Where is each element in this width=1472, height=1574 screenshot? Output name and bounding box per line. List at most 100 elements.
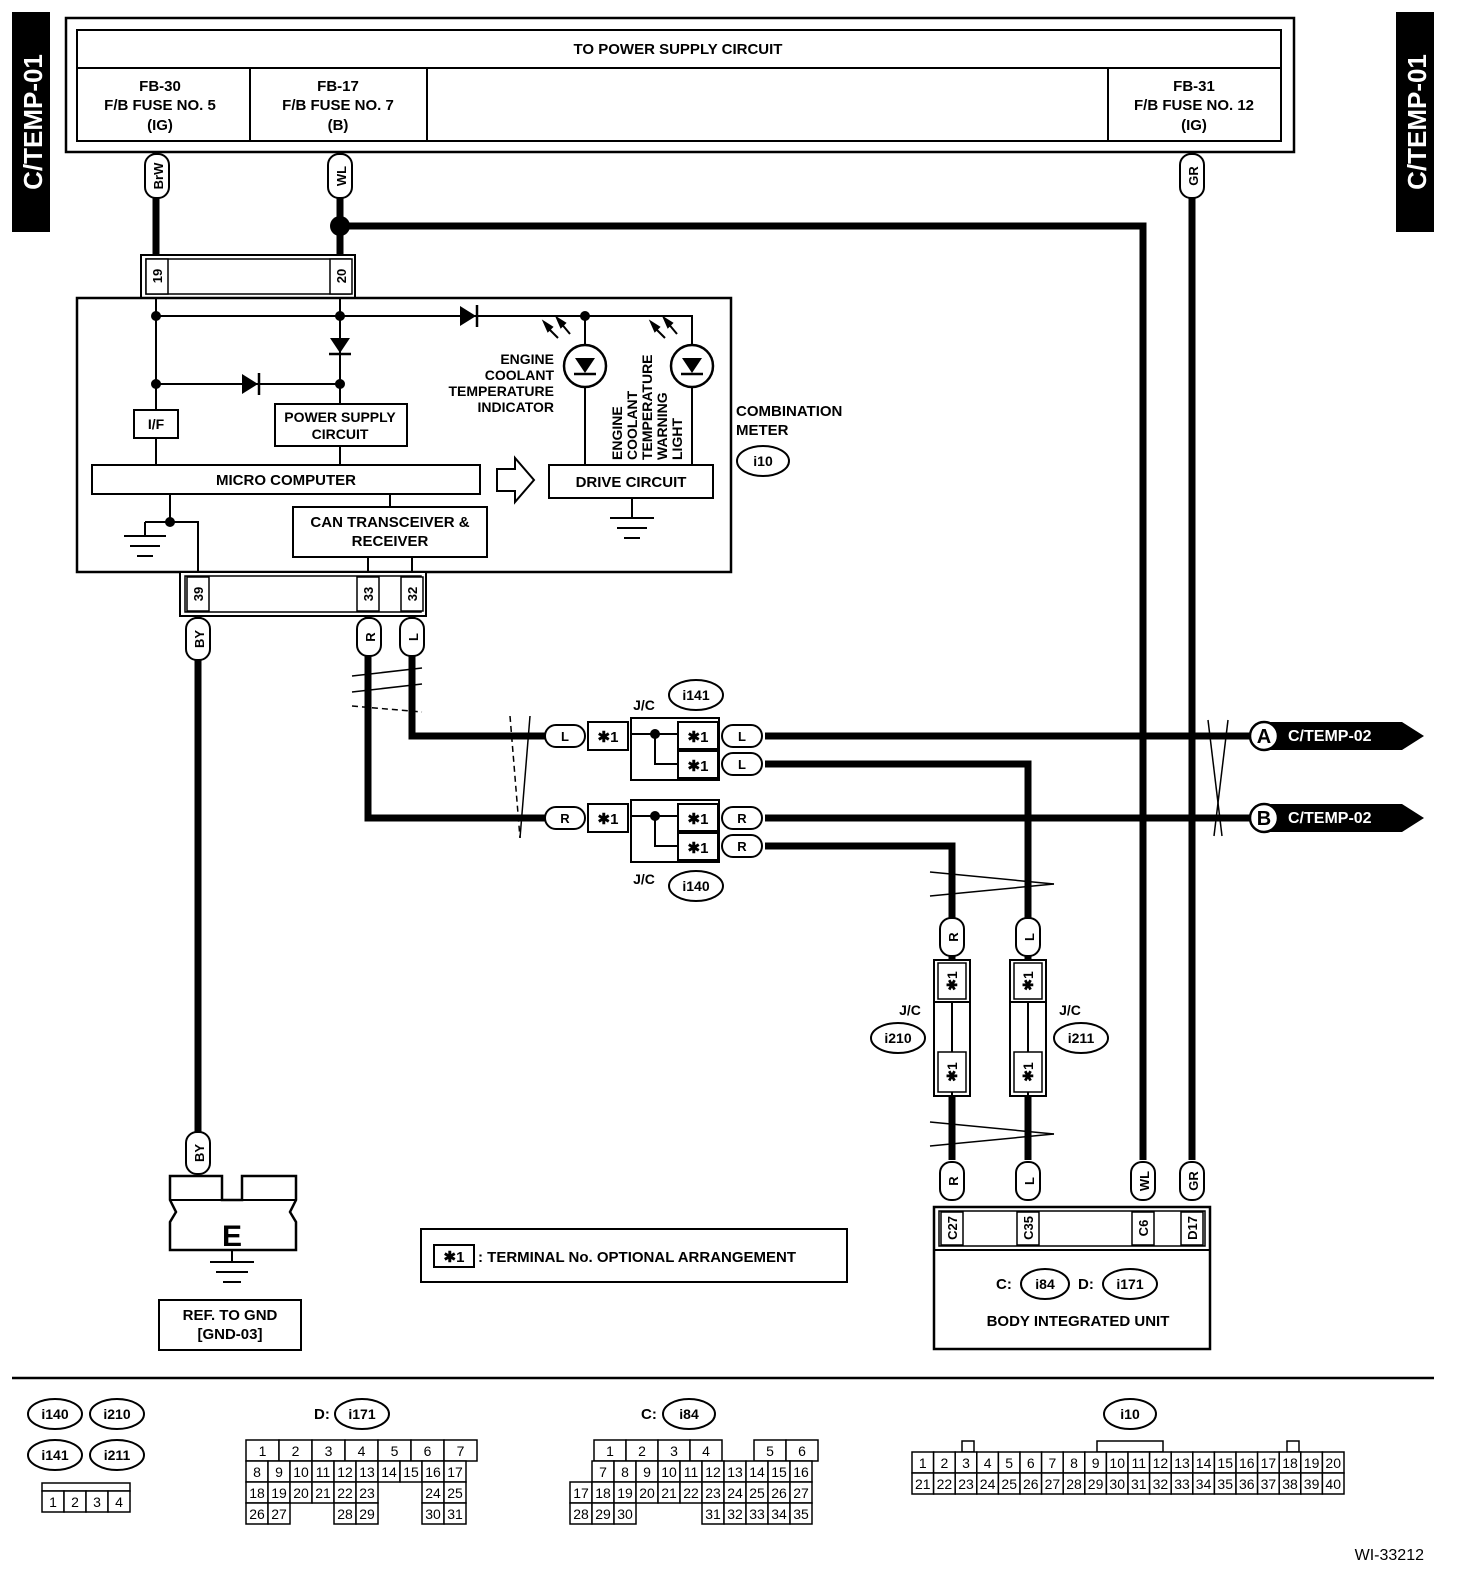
d-pin-30: 30 xyxy=(425,1506,441,1522)
terminal-19: 19 xyxy=(150,269,165,283)
jc140-id: i140 xyxy=(682,878,709,894)
jc210-label: J/C xyxy=(899,1002,921,1018)
d-pin-20: 20 xyxy=(293,1485,309,1501)
drive-circuit-block: DRIVE CIRCUIT xyxy=(576,474,687,491)
small-pin-4: 4 xyxy=(115,1494,123,1510)
terminal-20: 20 xyxy=(334,269,349,283)
wire-l-bottom: L xyxy=(1022,1177,1037,1185)
d-conn-name: i171 xyxy=(348,1406,375,1422)
c-pin-29: 29 xyxy=(595,1506,611,1522)
d-pin-4: 4 xyxy=(358,1443,366,1459)
i10-pin-4: 4 xyxy=(984,1455,992,1471)
legend-text: : TERMINAL No. OPTIONAL ARRANGEMENT xyxy=(478,1249,796,1266)
arrow-icon xyxy=(496,455,536,505)
c-pin-23: 23 xyxy=(705,1485,721,1501)
indicator-label-2: COOLANT xyxy=(485,367,555,383)
biu-d-conn: i171 xyxy=(1116,1276,1143,1292)
i10-pin-12: 12 xyxy=(1153,1455,1169,1471)
body-integrated-unit: C27 C35 C6 D17 C: i84 D: i171 BODY INTEG… xyxy=(932,1205,1212,1351)
wire-l-top: L xyxy=(406,633,421,641)
ground-e-letter: E xyxy=(222,1220,242,1253)
d-pin-26: 26 xyxy=(249,1506,265,1522)
page-tag-left: C/TEMP-01 xyxy=(12,12,50,232)
biu-name: BODY INTEGRATED UNIT xyxy=(987,1313,1170,1330)
combination-meter: I/F POWER SUPPLY CIRCUIT MICRO COMPUTER … xyxy=(75,296,733,574)
wire-gr-top: GR xyxy=(1186,166,1201,186)
small-conn-i141: i141 xyxy=(41,1447,68,1463)
i10-conn-name: i10 xyxy=(1120,1406,1140,1422)
warning-label-3: TEMPERATURE xyxy=(639,354,655,460)
biu-pin-c6: C6 xyxy=(1136,1220,1151,1237)
d-pin-3: 3 xyxy=(325,1443,333,1459)
wire-r-jc140-out2: R xyxy=(737,839,747,854)
offpage-b-letter: B xyxy=(1257,808,1271,830)
small-pin-1: 1 xyxy=(49,1494,57,1510)
small-conn-i210: i210 xyxy=(103,1406,130,1422)
i10-pin-32: 32 xyxy=(1153,1476,1169,1492)
d-pin-16: 16 xyxy=(425,1464,441,1480)
i10-pin-14: 14 xyxy=(1196,1455,1212,1471)
joint-connector-i141: L ✱1 ✱1 ✱1 L L J/C i141 xyxy=(544,679,763,781)
c-pin-18: 18 xyxy=(595,1485,611,1501)
d-pin-6: 6 xyxy=(424,1443,432,1459)
i10-pin-2: 2 xyxy=(941,1455,949,1471)
d-pin-5: 5 xyxy=(391,1443,399,1459)
c-pin-19: 19 xyxy=(617,1485,633,1501)
meter-name-line1: COMBINATION xyxy=(736,403,842,420)
c-pin-30-cell xyxy=(613,1502,637,1525)
twist-markers xyxy=(351,667,1229,1147)
i10-pin-25: 25 xyxy=(1001,1476,1017,1492)
d-pin-1: 1 xyxy=(259,1443,267,1459)
wire-tags: BrW WL GR BY R L BY R L R L WL GR xyxy=(144,153,1205,1201)
star-jc211-bottom: ✱1 xyxy=(1020,1062,1036,1082)
small-conn-i140: i140 xyxy=(41,1406,68,1422)
i10-pin-35: 35 xyxy=(1217,1476,1233,1492)
i10-pin-13: 13 xyxy=(1174,1455,1190,1471)
meter-connector-bottom: 39 33 32 xyxy=(179,571,427,617)
i10-pin-3: 3 xyxy=(962,1455,970,1471)
star-jc140-in: ✱1 xyxy=(598,811,619,828)
i10-pin-6: 6 xyxy=(1027,1455,1035,1471)
c-pin-33: 33 xyxy=(749,1506,765,1522)
c-pin-25: 25 xyxy=(749,1485,765,1501)
i10-pin-38: 38 xyxy=(1282,1476,1298,1492)
biu-c-conn: i84 xyxy=(1035,1276,1055,1292)
d-pin-7: 7 xyxy=(457,1443,465,1459)
star-jc140-out2: ✱1 xyxy=(688,840,709,857)
wire-r-mid: R xyxy=(946,932,961,942)
jc141-id: i141 xyxy=(682,687,709,703)
jc140-label: J/C xyxy=(633,871,655,887)
meter-name-line2: METER xyxy=(736,422,789,439)
c-pin-17: 17 xyxy=(573,1485,589,1501)
can-block-line1: CAN TRANSCEIVER & xyxy=(310,514,469,531)
i10-pin-40: 40 xyxy=(1325,1476,1341,1492)
d-pin-19: 19 xyxy=(271,1485,287,1501)
star-jc141-in: ✱1 xyxy=(598,729,619,746)
c-pin-5: 5 xyxy=(766,1443,774,1459)
i10-pin-9: 9 xyxy=(1092,1455,1100,1471)
i10-pin-17: 17 xyxy=(1261,1455,1277,1471)
power-supply-block-line1: POWER SUPPLY xyxy=(284,409,396,425)
joint-connector-i140: R ✱1 ✱1 ✱1 R R J/C i140 xyxy=(544,799,763,902)
fuse-3-line1: FB-31 xyxy=(1173,78,1215,95)
offpage-b-target: C/TEMP-02 xyxy=(1288,810,1372,827)
d-pin-21: 21 xyxy=(315,1485,331,1501)
d-pin-22: 22 xyxy=(337,1485,353,1501)
offpage-a: A C/TEMP-02 xyxy=(1248,720,1424,752)
biu-pin-c35: C35 xyxy=(1021,1216,1036,1240)
star-jc211-top: ✱1 xyxy=(1020,971,1036,991)
star-jc141-out2: ✱1 xyxy=(688,758,709,775)
d-pin-24: 24 xyxy=(425,1485,441,1501)
splice-wl xyxy=(330,216,350,236)
c-pin-4: 4 xyxy=(702,1443,710,1459)
biu-c-prefix: C: xyxy=(996,1276,1012,1293)
d-pin-12: 12 xyxy=(337,1464,353,1480)
jc211-label: J/C xyxy=(1059,1002,1081,1018)
c-pin-20: 20 xyxy=(639,1485,655,1501)
fuse-1-line1: FB-30 xyxy=(139,78,181,95)
small-pin-3: 3 xyxy=(93,1494,101,1510)
ground-ref-line2: [GND-03] xyxy=(197,1326,262,1343)
meter-connector-top: 19 20 xyxy=(140,254,356,299)
indicator-label-3: TEMPERATURE xyxy=(448,383,554,399)
